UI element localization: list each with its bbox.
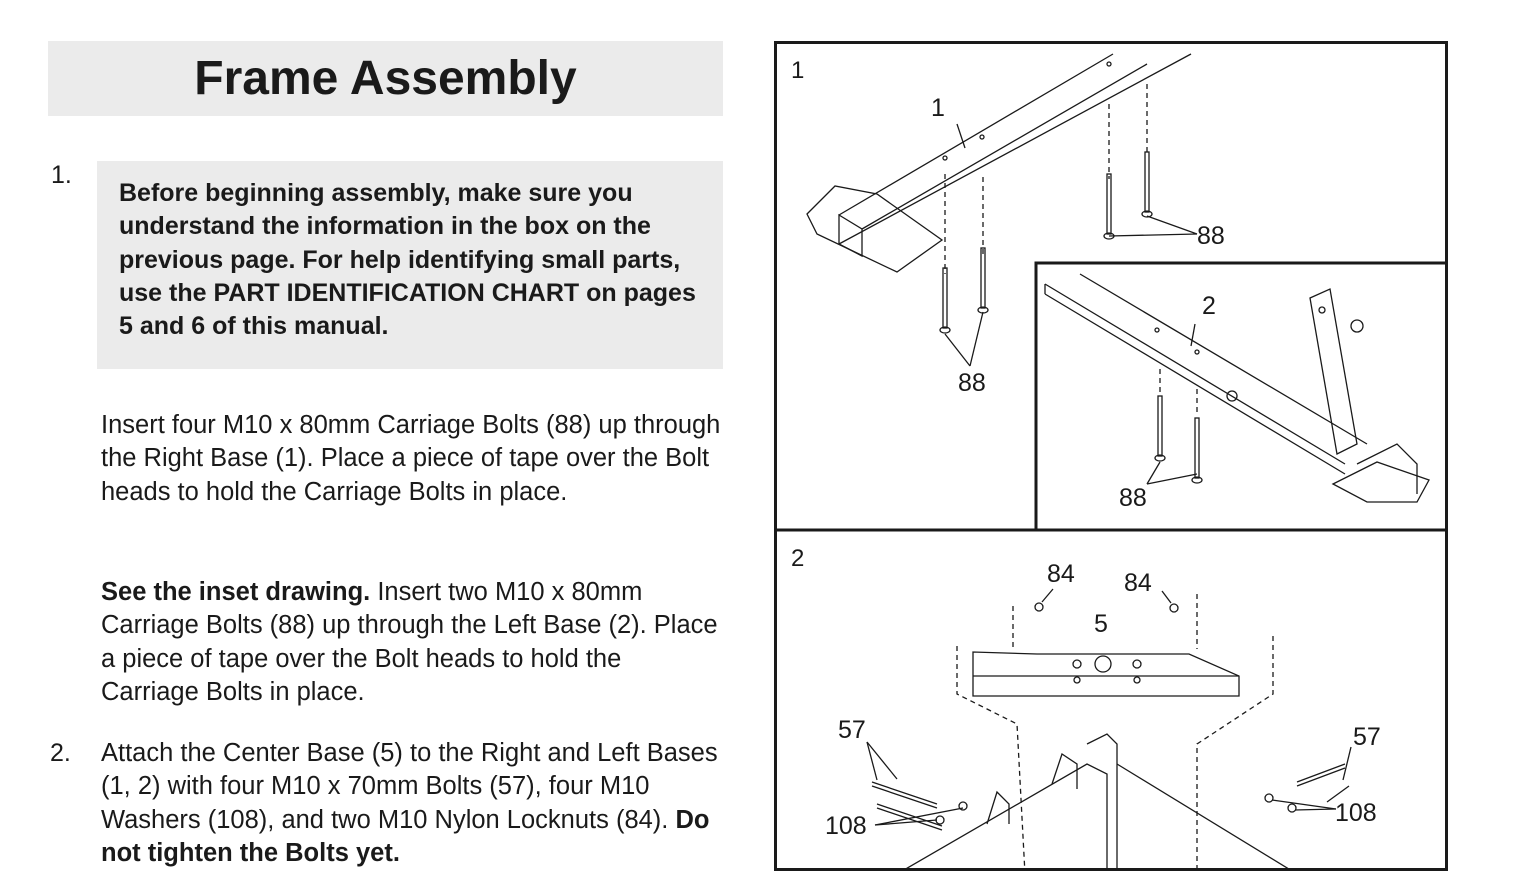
- label-bolt-57-left: 57: [838, 716, 866, 744]
- label-left-base: 2: [1202, 292, 1216, 320]
- label-locknut-84-left: 84: [1047, 560, 1075, 588]
- label-washer-108-right: 108: [1335, 799, 1377, 827]
- label-right-base: 1: [931, 94, 945, 122]
- assembly-drawing: 1 1 88 88 2 88 2 84 84 5 57 108 57 108: [777, 53, 1445, 868]
- step-1-number: 1.: [51, 161, 72, 189]
- label-locknut-84-right: 84: [1124, 569, 1152, 597]
- note-box: Before beginning assembly, make sure you…: [97, 161, 723, 369]
- assembly-figures: 1 1 88 88 2 88 2 84 84 5 57 108 57 108: [774, 41, 1448, 871]
- inset-instruction-bold: See the inset drawing.: [101, 578, 371, 606]
- label-bolts-88-left: 88: [958, 369, 986, 397]
- figure-2-number: 2: [791, 545, 804, 572]
- label-bolts-88-inset: 88: [1119, 484, 1147, 512]
- center-base-drawing: [866, 588, 1352, 868]
- note-text: Before beginning assembly, make sure you…: [119, 179, 696, 341]
- step-1-paragraph-1: Insert four M10 x 80mm Carriage Bolts (8…: [101, 411, 721, 506]
- left-base-drawing: [1044, 273, 1430, 503]
- page-title: Frame Assembly: [194, 52, 577, 105]
- step-2-text: Attach the Center Base (5) to the Right …: [101, 739, 718, 834]
- label-bolt-57-right: 57: [1353, 723, 1381, 751]
- label-washer-108-left: 108: [825, 812, 867, 840]
- label-bolts-88-right: 88: [1197, 222, 1225, 250]
- step-2-number: 2.: [50, 739, 71, 767]
- inset-box: [1034, 261, 1445, 532]
- inset-instruction-text: Insert two M10 x 80mm Carriage Bolts (88…: [101, 578, 718, 706]
- title-banner: Frame Assembly: [48, 41, 723, 116]
- label-center-base: 5: [1094, 610, 1108, 638]
- figure-1-number: 1: [791, 57, 804, 84]
- step-1-paragraph-2: See the inset drawing. Insert two M10 x …: [101, 576, 721, 709]
- step-2-paragraph: Attach the Center Base (5) to the Right …: [101, 737, 721, 870]
- right-base-drawing: [806, 53, 1198, 367]
